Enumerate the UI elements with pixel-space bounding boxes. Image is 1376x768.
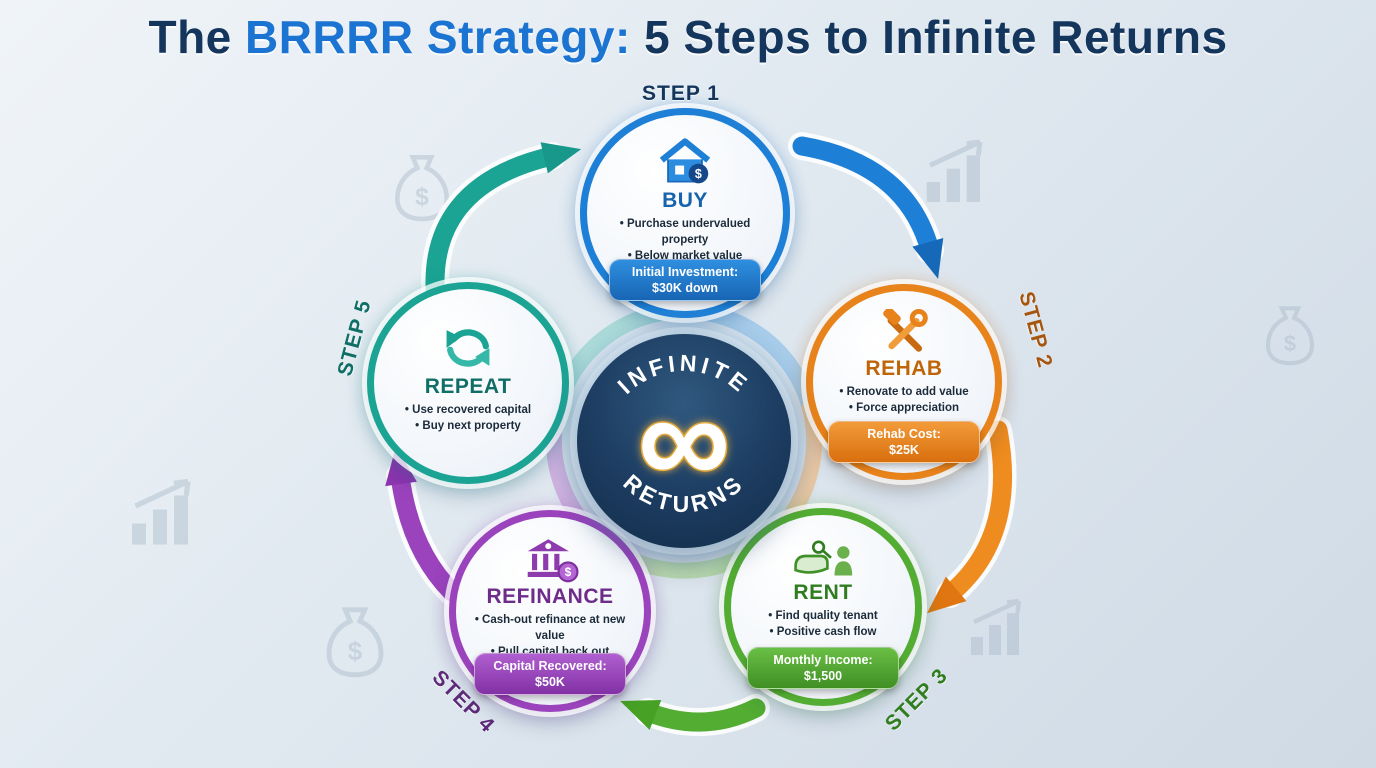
banner-label: Rehab Cost: xyxy=(867,426,941,441)
rehab-cost-banner: Rehab Cost: $25K xyxy=(828,420,980,463)
step-title-rent: RENT xyxy=(793,581,853,604)
banner-label: Initial Investment: xyxy=(631,264,739,279)
step-circle-rehab: REHAB Renovate to add value Force apprec… xyxy=(806,284,1002,480)
arrow-step3-to-step4 xyxy=(620,698,766,732)
house-dollar-tag-icon: $ xyxy=(659,138,711,184)
step-title-rehab: REHAB xyxy=(865,357,943,380)
arrow-step1-to-step2 xyxy=(792,136,944,279)
banner-label: Monthly Income: xyxy=(773,652,873,667)
step-title-repeat: REPEAT xyxy=(424,375,512,398)
recycle-arrows-icon xyxy=(446,329,490,367)
step-2-label: STEP 2 xyxy=(1014,289,1057,371)
page-title: The BRRRR Strategy: 5 Steps to Infinite … xyxy=(0,10,1376,64)
bullet: Positive cash flow xyxy=(768,624,877,640)
infinite-returns-hub: INFINITE ∞ RETURNS xyxy=(577,334,791,548)
bar-chart-icon xyxy=(926,139,983,202)
bank-coin-icon: $ xyxy=(527,539,579,583)
svg-text:$: $ xyxy=(415,184,429,211)
step-circle-repeat: REPEAT Use recovered capital Buy next pr… xyxy=(367,282,569,484)
step-bullets: Purchase undervalued property Below mark… xyxy=(601,216,769,264)
money-bag-icon: $ xyxy=(326,607,384,678)
svg-text:$: $ xyxy=(1284,331,1296,356)
title-prefix: The xyxy=(148,11,246,63)
hammer-wrench-icon xyxy=(883,309,928,352)
hand-keys-tenant-icon xyxy=(794,540,853,576)
step-circle-buy: $ BUY Purchase undervalued property Belo… xyxy=(580,108,790,318)
banner-value: $50K xyxy=(535,674,565,689)
arrow-step4-to-step5 xyxy=(385,446,462,602)
bar-chart-icon xyxy=(132,478,191,545)
step-bullets: Renovate to add value Force appreciation xyxy=(839,384,969,416)
banner-label: Capital Recovered: xyxy=(493,658,607,673)
svg-text:$: $ xyxy=(695,167,702,181)
step-1-label: STEP 1 xyxy=(642,82,720,105)
step-bullets: Find quality tenant Positive cash flow xyxy=(768,608,878,640)
title-highlight: BRRRR Strategy: xyxy=(245,11,631,63)
bullet: Renovate to add value xyxy=(839,384,969,400)
bullet: Buy next property xyxy=(405,418,531,434)
money-bag-icon: $ xyxy=(395,154,449,222)
svg-text:$: $ xyxy=(565,565,572,579)
title-suffix: 5 Steps to Infinite Returns xyxy=(630,11,1228,63)
bullet: Purchase undervalued property xyxy=(601,216,769,248)
step-title-refinance: REFINANCE xyxy=(486,585,614,608)
infinite-returns-text: INFINITE ∞ RETURNS xyxy=(612,350,751,518)
initial-investment-banner: Initial Investment: $30K down xyxy=(609,258,761,301)
bullet: Use recovered capital xyxy=(405,402,531,418)
money-bag-icon: $ xyxy=(1265,306,1315,366)
banner-value: $30K down xyxy=(652,280,718,295)
monthly-income-banner: Monthly Income: $1,500 xyxy=(747,646,899,689)
step-title-buy: BUY xyxy=(662,189,708,212)
banner-value: $1,500 xyxy=(803,668,843,683)
bullet: Find quality tenant xyxy=(768,608,878,624)
bullet: Force appreciation xyxy=(839,400,968,416)
bar-chart-icon xyxy=(971,598,1022,655)
svg-text:$: $ xyxy=(348,636,363,666)
bullet: Cash-out refinance at new value xyxy=(470,612,630,644)
step-bullets: Use recovered capital Buy next property xyxy=(405,402,531,434)
capital-recovered-banner: Capital Recovered: $50K xyxy=(474,652,626,695)
banner-value: $25K xyxy=(889,442,919,457)
